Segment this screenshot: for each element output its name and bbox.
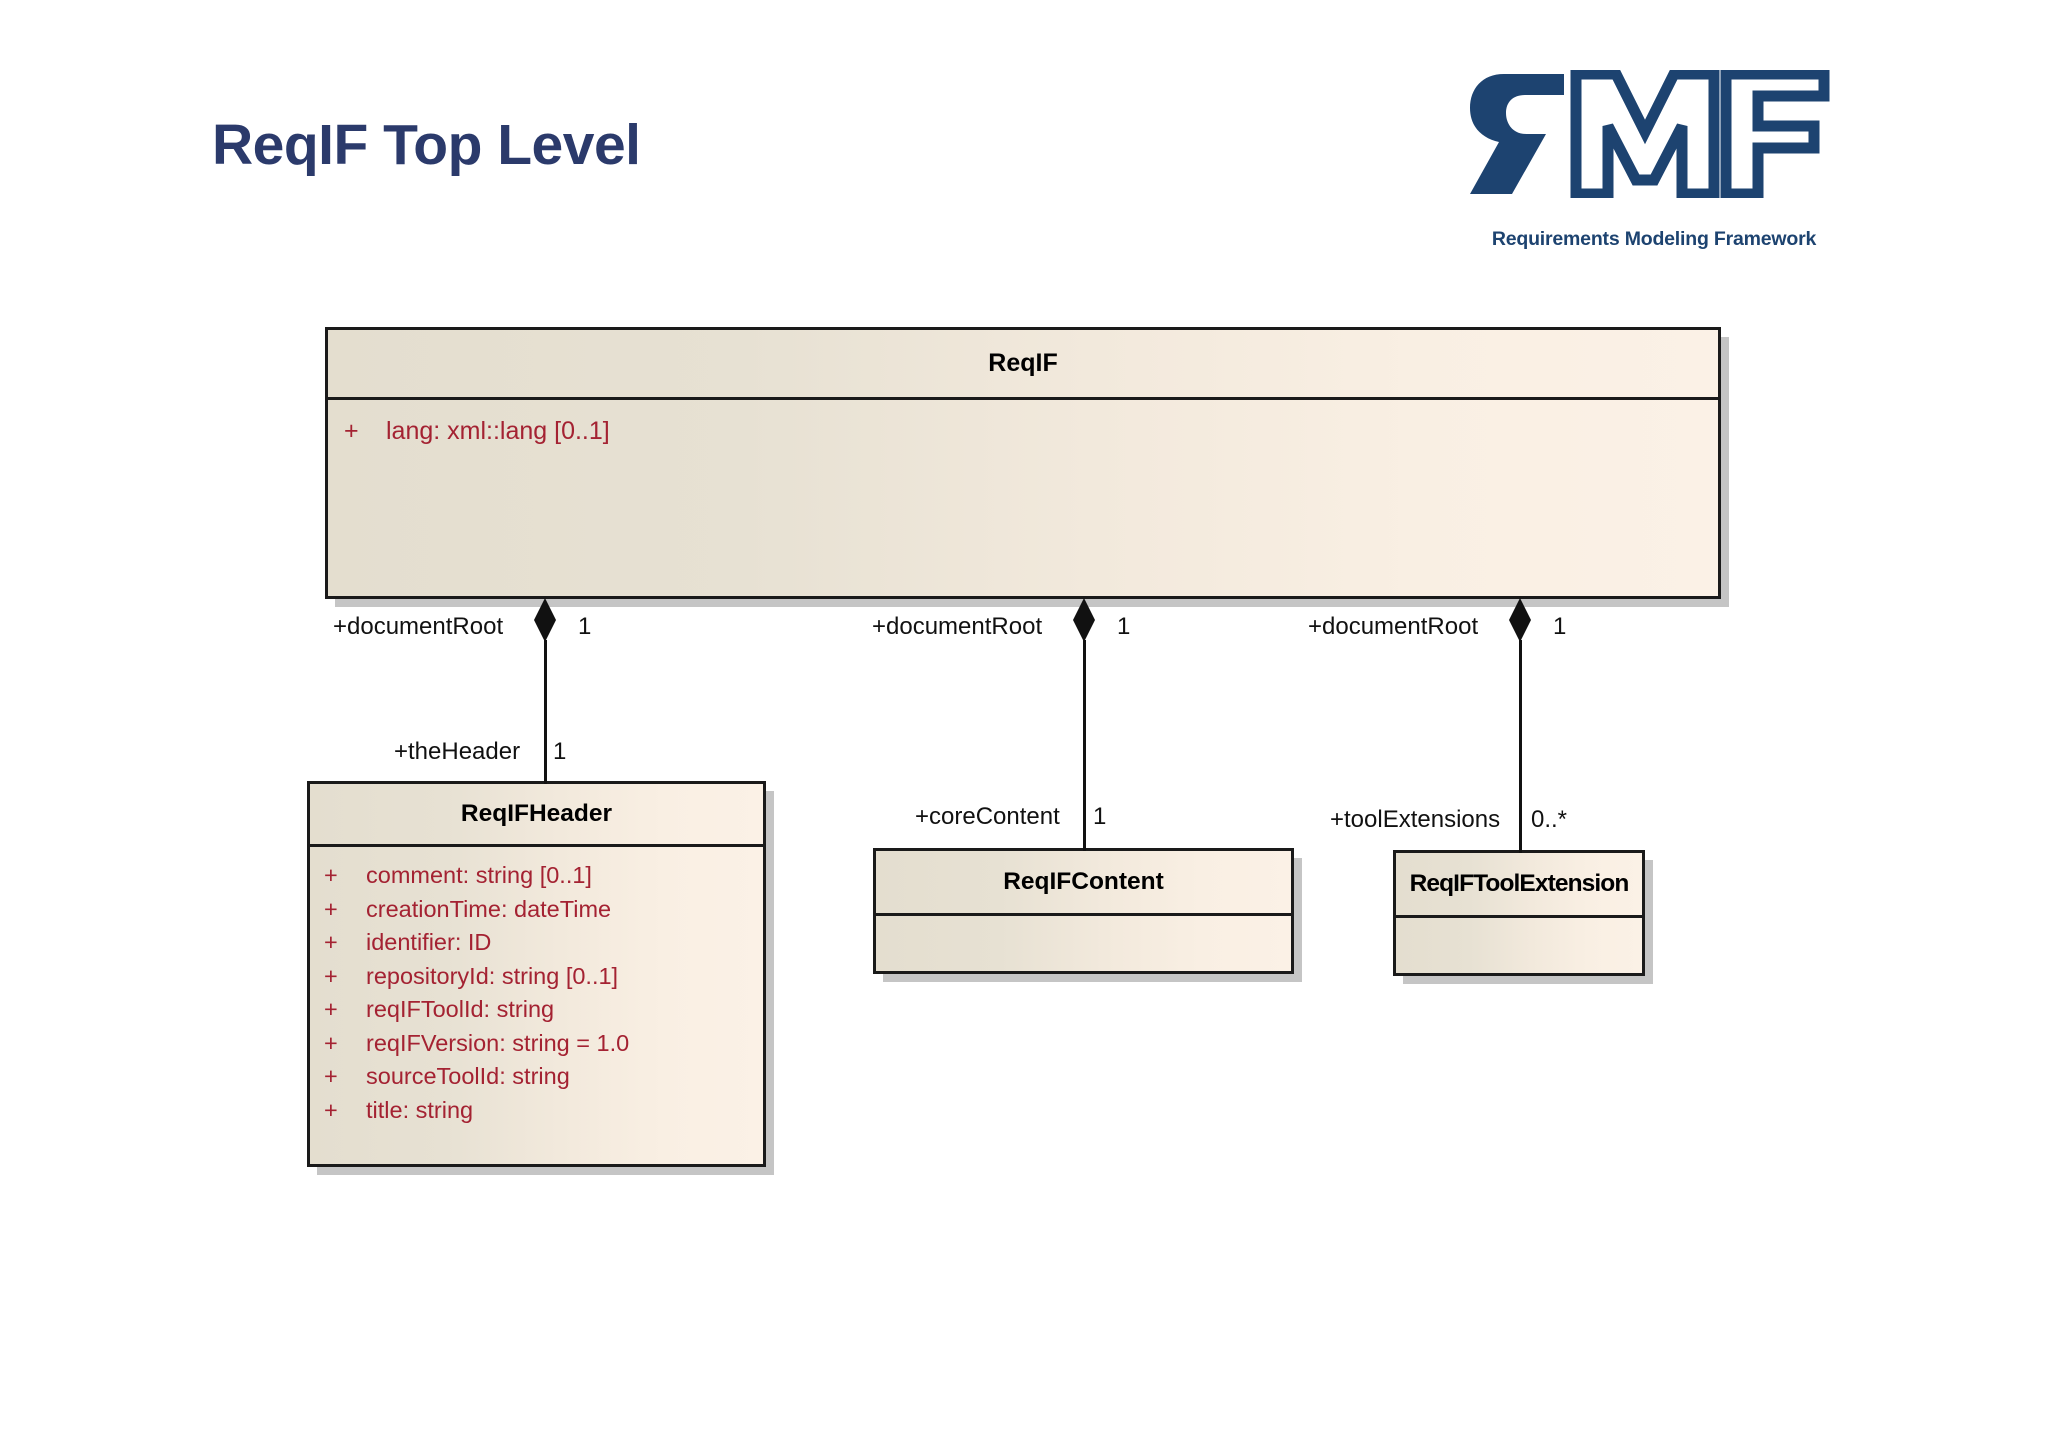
composition-diamond-content bbox=[1073, 598, 1095, 642]
rmf-logo-icon bbox=[1468, 70, 1840, 198]
attribute-text: title: string bbox=[366, 1096, 474, 1123]
attributes-compartment-reqifheader: + comment: string [0..1] + creationTime:… bbox=[310, 847, 763, 1164]
attribute-text: reqIFVersion: string = 1.0 bbox=[366, 1029, 630, 1056]
attributes-compartment-reqif: + lang: xml::lang [0..1] bbox=[328, 400, 1718, 596]
attribute-row: + comment: string [0..1] bbox=[324, 859, 763, 893]
class-name-reqifheader: ReqIFHeader bbox=[310, 784, 763, 847]
attribute-row: + sourceToolId: string bbox=[324, 1060, 763, 1094]
class-box-reqifcontent[interactable]: ReqIFContent bbox=[873, 848, 1294, 974]
attribute-visibility: + bbox=[324, 929, 338, 955]
attribute-text: sourceToolId: string bbox=[366, 1063, 570, 1089]
composition-diamond-header bbox=[534, 598, 556, 642]
attribute-text: reqIFToolId: string bbox=[366, 996, 555, 1022]
association-source-multiplicity-toolext: 1 bbox=[1553, 613, 1567, 640]
attribute-visibility: + bbox=[344, 417, 359, 445]
association-target-role-toolext: +toolExtensions bbox=[1330, 806, 1501, 833]
attribute-row: + reqIFToolId: string bbox=[324, 993, 763, 1027]
attribute-text: lang: xml::lang [0..1] bbox=[386, 417, 610, 445]
attribute-text: creationTime: dateTime bbox=[366, 895, 612, 922]
attributes-compartment-reqifcontent bbox=[876, 916, 1291, 971]
association-target-multiplicity-toolext: 0..* bbox=[1531, 806, 1568, 833]
association-line-toolext bbox=[1519, 640, 1522, 853]
attribute-visibility: + bbox=[324, 1096, 338, 1123]
association-source-role-content: +documentRoot bbox=[872, 613, 1043, 640]
attribute-text: identifier: ID bbox=[366, 929, 492, 955]
association-line-header bbox=[544, 640, 547, 784]
composition-diamond-toolext bbox=[1509, 598, 1531, 642]
attribute-row: + reqIFVersion: string = 1.0 bbox=[324, 1027, 763, 1061]
association-source-multiplicity-header: 1 bbox=[578, 613, 592, 640]
attribute-visibility: + bbox=[324, 1063, 338, 1089]
class-box-reqiftoolextension[interactable]: ReqIFToolExtension bbox=[1393, 850, 1645, 976]
attribute-row: + title: string bbox=[324, 1094, 763, 1128]
association-target-multiplicity-header: 1 bbox=[553, 738, 567, 765]
association-source-role-header: +documentRoot bbox=[333, 613, 504, 640]
class-name-reqifcontent: ReqIFContent bbox=[876, 851, 1291, 916]
attribute-visibility: + bbox=[324, 996, 338, 1022]
attribute-text: repositoryId: string [0..1] bbox=[366, 962, 619, 989]
association-source-multiplicity-content: 1 bbox=[1117, 613, 1131, 640]
association-target-multiplicity-content: 1 bbox=[1093, 803, 1107, 830]
attribute-row: + identifier: ID bbox=[324, 926, 763, 960]
attribute-row: + repositoryId: string [0..1] bbox=[324, 960, 763, 994]
association-target-role-content: +coreContent bbox=[915, 803, 1060, 830]
attribute-visibility: + bbox=[324, 1029, 338, 1056]
attribute-text: comment: string [0..1] bbox=[366, 862, 592, 888]
logo-tagline: Requirements Modeling Framework bbox=[1491, 228, 1817, 250]
attribute-visibility: + bbox=[324, 862, 338, 888]
attributes-compartment-reqiftoolextension bbox=[1396, 918, 1642, 973]
association-target-role-header: +theHeader bbox=[394, 738, 521, 765]
class-name-reqif: ReqIF bbox=[328, 330, 1718, 400]
association-source-role-toolext: +documentRoot bbox=[1308, 613, 1479, 640]
attribute-visibility: + bbox=[324, 895, 338, 922]
class-box-reqif[interactable]: ReqIF + lang: xml::lang [0..1] bbox=[325, 327, 1721, 599]
class-box-reqifheader[interactable]: ReqIFHeader + comment: string [0..1] + c… bbox=[307, 781, 766, 1167]
attribute-visibility: + bbox=[324, 962, 338, 989]
association-line-content bbox=[1083, 640, 1086, 851]
attribute-row: + creationTime: dateTime bbox=[324, 893, 763, 927]
attribute-row: + lang: xml::lang [0..1] bbox=[344, 414, 1718, 448]
page-title: ReqIF Top Level bbox=[212, 113, 641, 177]
class-name-reqiftoolextension: ReqIFToolExtension bbox=[1396, 853, 1642, 918]
